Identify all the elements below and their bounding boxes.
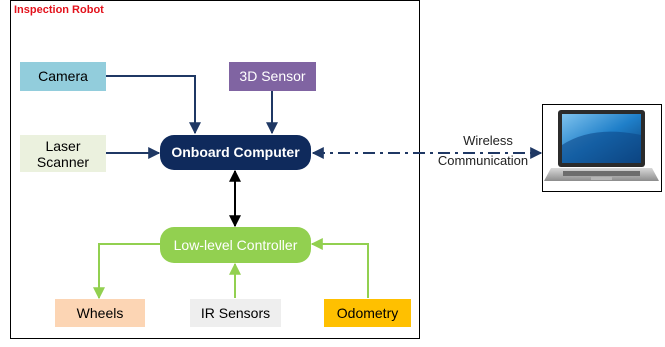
laptop-icon — [544, 110, 659, 181]
wheels-node: Wheels — [55, 299, 145, 327]
onboard-computer-node: Onboard Computer — [160, 135, 311, 170]
ir-sensors-node: IR Sensors — [190, 299, 281, 327]
sensor3d-label: 3D Sensor — [239, 68, 306, 84]
ir-label: IR Sensors — [200, 304, 271, 321]
odometry-node: Odometry — [324, 299, 411, 327]
wireless-text: Wireless — [463, 133, 513, 148]
laser-scanner-node: Laser Scanner — [20, 135, 106, 172]
laser-label: Laser Scanner — [36, 137, 90, 170]
camera-node: Camera — [20, 62, 106, 91]
communication-text: Communication — [437, 153, 529, 168]
odometry-to-lowlevel-arrow — [310, 238, 369, 298]
communication-label: Communication — [426, 153, 540, 168]
low-level-controller-node: Low-level Controller — [160, 227, 311, 263]
camera-label: Camera — [38, 68, 88, 84]
laptop — [542, 104, 662, 192]
onboard-label: Onboard Computer — [171, 144, 300, 160]
robot-boundary: Inspection Robot — [10, 0, 420, 339]
camera-to-onboard-arrow — [106, 75, 201, 135]
lowlevel-to-wheels-arrow — [93, 243, 160, 300]
odometry-label: Odometry — [336, 304, 399, 321]
lowlevel-label: Low-level Controller — [173, 236, 298, 253]
wheels-label: Wheels — [76, 304, 124, 321]
sensor3d-node: 3D Sensor — [229, 62, 316, 91]
frame-title: Inspection Robot — [14, 4, 104, 16]
wireless-label: Wireless — [448, 133, 528, 148]
